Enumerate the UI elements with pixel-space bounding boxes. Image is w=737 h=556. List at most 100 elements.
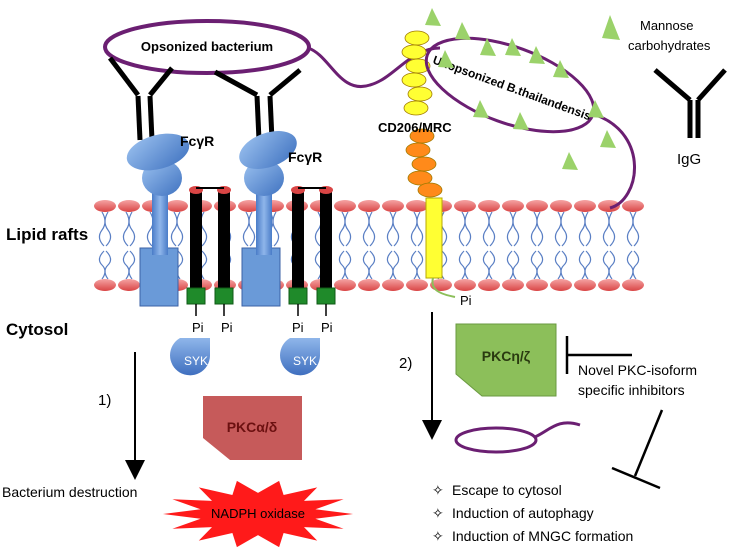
lipid-tail xyxy=(344,211,352,247)
pkc-alpha-delta-box xyxy=(203,396,302,460)
igg-legend-icon xyxy=(653,68,727,138)
lipid-tail xyxy=(248,211,256,247)
mrc-domain xyxy=(405,142,431,158)
lipid-head-outer xyxy=(478,200,500,212)
mannose-triangle xyxy=(529,46,545,64)
mrc-domain xyxy=(401,72,427,88)
lipid-head-outer xyxy=(118,200,140,212)
lipid-head-inner xyxy=(526,279,548,291)
lipid-tail xyxy=(410,250,418,280)
fcgr-receptor-left xyxy=(126,133,190,307)
lipid-tail xyxy=(242,211,250,247)
mannose-legend-icon xyxy=(602,15,620,40)
lipid-tail xyxy=(392,211,400,247)
lipid-tail xyxy=(602,211,610,247)
lipid-head-inner xyxy=(334,279,356,291)
lipid-tail xyxy=(530,250,538,280)
mannose-triangle xyxy=(505,38,521,56)
lipid-tail xyxy=(506,211,514,247)
pi-receptor-label: Pi xyxy=(460,293,472,308)
pi-label-1: Pi xyxy=(192,320,204,335)
outcome-bullet-2: ✧ xyxy=(432,505,444,521)
lipid-tail xyxy=(170,211,178,247)
lipid-head-inner xyxy=(550,279,572,291)
lipid-tail xyxy=(386,211,394,247)
mannose-legend-label-2: carbohydrates xyxy=(628,38,711,53)
mannose-triangle xyxy=(455,22,471,40)
lipid-tail xyxy=(626,211,634,247)
pkc-alpha-delta-label: PKCα/δ xyxy=(227,419,278,435)
signaling-chains xyxy=(186,186,336,316)
mrc-domain xyxy=(401,44,427,60)
syk-label-right: SYK xyxy=(293,354,317,368)
lipid-tail xyxy=(632,211,640,247)
lipid-tail xyxy=(344,250,352,280)
lipid-tail xyxy=(392,250,400,280)
lipid-head-outer xyxy=(598,200,620,212)
lipid-head-outer xyxy=(94,200,116,212)
lipid-tail xyxy=(554,250,562,280)
cytosolic-bacterium xyxy=(454,426,538,454)
lipid-head-outer xyxy=(574,200,596,212)
pi-box xyxy=(288,287,308,305)
mannose-triangle xyxy=(473,100,489,118)
antibody-right xyxy=(213,68,302,141)
lipid-head-outer xyxy=(454,200,476,212)
lipid-head-inner xyxy=(358,279,380,291)
lipid-tail xyxy=(512,250,520,280)
lipid-tail xyxy=(482,250,490,280)
pathway-2-label: 2) xyxy=(399,355,412,372)
lipid-tail xyxy=(128,211,136,247)
lipid-head-outer xyxy=(406,200,428,212)
mannose-legend-label-1: Mannose xyxy=(640,18,693,33)
cytosolic-bacterium-flagellum xyxy=(534,421,581,439)
lipid-tail xyxy=(584,211,592,247)
mrc-domain xyxy=(407,86,433,102)
lipid-tail xyxy=(122,211,130,247)
lipid-tail xyxy=(560,211,568,247)
lipid-head-inner xyxy=(478,279,500,291)
mrc-domain xyxy=(407,170,433,186)
lipid-tail xyxy=(608,250,616,280)
mrc-domain xyxy=(404,30,430,46)
mannose-triangle xyxy=(480,38,496,56)
lipid-tail xyxy=(506,250,514,280)
cd206-cytoplasmic-tail xyxy=(431,277,456,298)
inhibition-to-outcomes xyxy=(611,409,664,490)
bacterium-destruction-label: Bacterium destruction xyxy=(2,484,137,500)
lipid-tail xyxy=(176,211,184,247)
lipid-head-inner xyxy=(454,279,476,291)
inhibition-to-pkc-eta-zeta xyxy=(565,336,632,374)
lipid-head-inner xyxy=(622,279,644,291)
outcome-bullet-1: ✧ xyxy=(432,482,444,498)
lipid-tail xyxy=(338,250,346,280)
cytosol-label: Cytosol xyxy=(6,320,68,339)
lipid-tail xyxy=(488,211,496,247)
pi-label-4: Pi xyxy=(321,320,333,335)
lipid-tail xyxy=(464,211,472,247)
lipid-tail xyxy=(554,211,562,247)
signaling-chain xyxy=(218,192,230,288)
pkc-eta-zeta-label: PKCη/ζ xyxy=(482,348,531,364)
cd206-transmembrane xyxy=(425,197,443,279)
mannose-triangle xyxy=(600,130,616,148)
mannose-triangle xyxy=(562,152,578,170)
lipid-head-inner xyxy=(574,279,596,291)
mrc-domain xyxy=(411,156,437,172)
lipid-tail xyxy=(368,250,376,280)
lipid-tail xyxy=(584,250,592,280)
lipid-head-inner xyxy=(94,279,116,291)
lipid-head-outer xyxy=(502,200,524,212)
fcgr-receptor-right xyxy=(239,131,297,307)
pi-label-3: Pi xyxy=(292,320,304,335)
lipid-head-inner xyxy=(502,279,524,291)
lipid-tail xyxy=(362,250,370,280)
pi-box xyxy=(316,287,336,305)
lipid-tail xyxy=(362,211,370,247)
lipid-head-outer xyxy=(166,200,188,212)
mannose-triangle xyxy=(425,8,441,26)
mannose-triangle xyxy=(438,50,454,68)
lipid-head-outer xyxy=(382,200,404,212)
mannose-carbohydrates-on-bacterium xyxy=(425,8,616,170)
lipid-head-inner xyxy=(598,279,620,291)
